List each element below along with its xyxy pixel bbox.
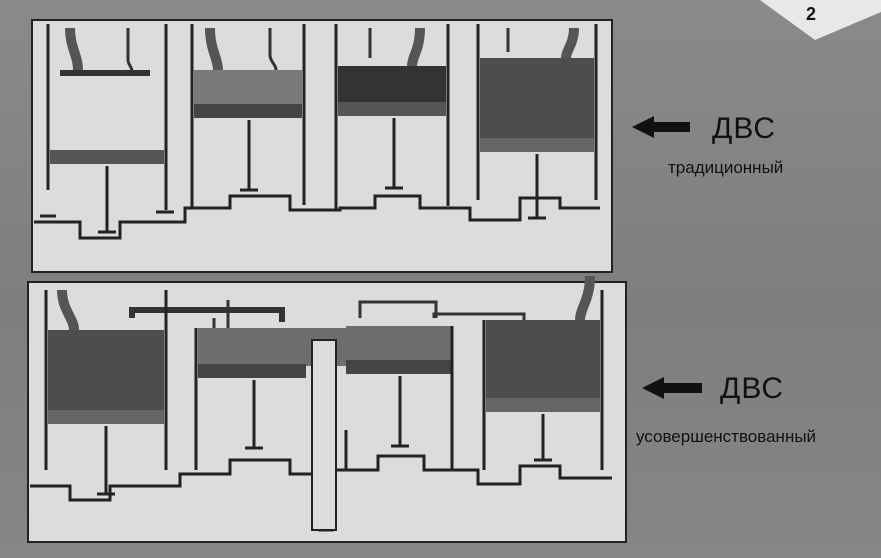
combustion-chamber bbox=[486, 320, 600, 400]
improved-engine-title: ДВС bbox=[720, 372, 784, 405]
piston bbox=[346, 360, 452, 374]
exhaust-pipe bbox=[575, 275, 595, 321]
improved-engine-panel bbox=[27, 275, 702, 543]
traditional-engine-title: ДВС bbox=[712, 112, 776, 145]
improved-engine-subtitle: усовершенствованный bbox=[636, 427, 817, 446]
arrow-left-icon bbox=[642, 377, 702, 399]
piston bbox=[50, 150, 164, 164]
cylinder-1 bbox=[44, 289, 168, 496]
traditional-engine-subtitle: традиционный bbox=[668, 158, 784, 177]
cylinder-3 bbox=[344, 326, 454, 470]
transfer-channel bbox=[129, 307, 285, 322]
combustion-chamber bbox=[48, 330, 164, 414]
cylinder-1 bbox=[40, 24, 174, 234]
arrow-left-icon bbox=[632, 116, 690, 138]
cylinder-4 bbox=[482, 275, 604, 470]
piston bbox=[198, 364, 306, 378]
exhaust-pipe bbox=[561, 27, 579, 59]
combustion-chamber bbox=[338, 66, 446, 104]
transfer-channel bbox=[358, 300, 438, 318]
intake-pipe bbox=[268, 28, 278, 71]
page-number-badge: 2 bbox=[760, 0, 881, 40]
piston bbox=[48, 410, 164, 424]
piston bbox=[486, 398, 600, 412]
combustion-chamber bbox=[198, 328, 306, 366]
exhaust-pipe bbox=[205, 27, 223, 71]
exhaust-pipe bbox=[407, 27, 425, 67]
transfer-channel bbox=[432, 312, 526, 322]
intake-pipe bbox=[126, 28, 134, 73]
combustion-chamber bbox=[480, 58, 594, 142]
cylinder-2 bbox=[190, 24, 306, 208]
page-number-text: 2 bbox=[806, 4, 816, 24]
traditional-engine-panel bbox=[31, 19, 690, 273]
combustion-chamber bbox=[346, 326, 452, 362]
exhaust-pipe bbox=[57, 289, 79, 331]
combustion-chamber bbox=[194, 70, 302, 106]
exhaust-pipe bbox=[65, 27, 83, 71]
bypass-column bbox=[311, 339, 337, 531]
piston bbox=[480, 138, 594, 152]
crankshaft-line bbox=[34, 194, 600, 240]
piston bbox=[338, 102, 446, 116]
cylinder-4 bbox=[476, 24, 598, 220]
piston bbox=[194, 104, 302, 118]
cylinder-3 bbox=[334, 24, 450, 210]
valve-bar bbox=[60, 70, 150, 76]
cylinder-2 bbox=[194, 300, 306, 470]
